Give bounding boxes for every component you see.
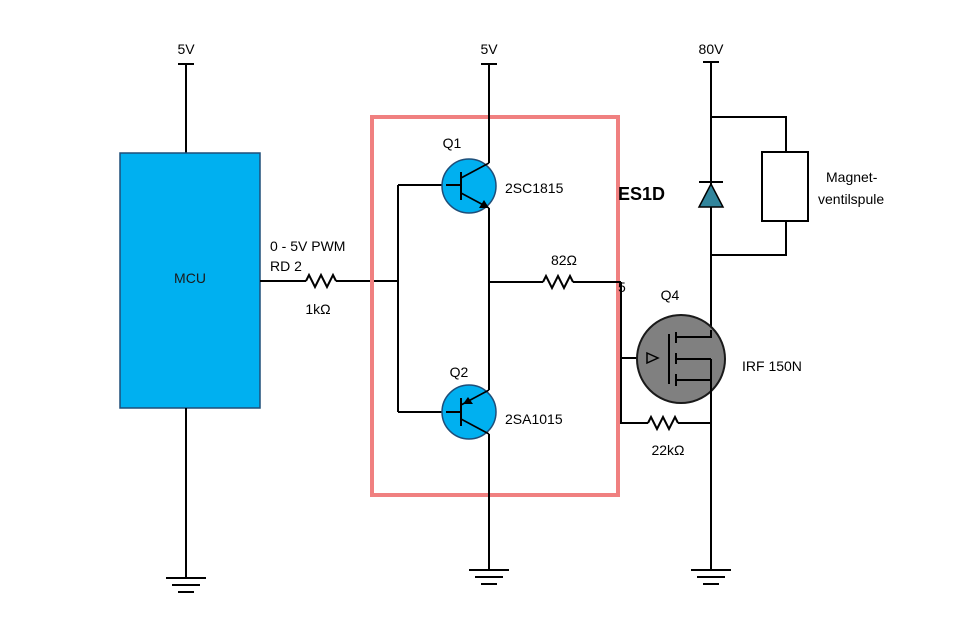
q2-ref-label: Q2 <box>450 364 469 380</box>
q1-body <box>441 158 497 214</box>
q2-body <box>441 384 497 440</box>
mcu-ground <box>166 408 206 593</box>
coil-bottom-wire <box>711 221 787 256</box>
coil-label-line1: Magnet- <box>826 169 878 185</box>
pwm-resistor <box>305 272 337 290</box>
coil-label-line2: ventilspule <box>818 191 884 207</box>
driver-ground <box>469 434 509 585</box>
q4-ref-label: Q4 <box>661 287 680 303</box>
q4-gate-arrow <box>646 351 660 365</box>
mcu-label: MCU <box>174 270 206 286</box>
mcu-block <box>119 152 261 409</box>
driver-highlight-box <box>370 115 620 497</box>
gate-resistor <box>542 273 574 291</box>
q2-transistor <box>441 384 497 440</box>
pulldown-wire <box>620 358 648 424</box>
mcu-supply: 5V <box>177 41 195 153</box>
mcu-supply-label: 5V <box>177 41 195 57</box>
pwm-resistor-name: RD 2 <box>270 258 302 274</box>
q2-collector-lead <box>460 418 490 435</box>
pwm-resistor-value: 1kΩ <box>305 301 330 317</box>
diode-label: ES1D <box>618 184 665 204</box>
q1-part-label: 2SC1815 <box>505 180 564 196</box>
pulldown-resistor <box>647 414 679 432</box>
q4-part-label: IRF 150N <box>742 358 802 374</box>
q1-emitter-arrow <box>479 200 489 208</box>
gate-resistor-value: 82Ω <box>551 252 577 268</box>
pulldown-resistor-value: 22kΩ <box>651 442 684 458</box>
q1-transistor <box>441 158 497 214</box>
q4-mosfet <box>636 314 726 404</box>
q2-part-label: 2SA1015 <box>505 411 563 427</box>
coil-block <box>761 151 809 222</box>
coil-top-wire <box>711 116 787 152</box>
q1-ref-label: Q1 <box>443 135 462 151</box>
driver-supply: 5V <box>480 41 498 163</box>
driver-supply-label: 5V <box>480 41 498 57</box>
power-ground <box>691 380 731 585</box>
q2-emitter-arrow <box>463 397 473 404</box>
diode-body <box>697 182 725 208</box>
q4-drain-lead <box>676 330 712 338</box>
pwm-signal-label: 0 - 5V PWM <box>270 238 345 254</box>
q1-collector-lead <box>460 162 490 179</box>
coil-supply-label: 80V <box>699 41 725 57</box>
